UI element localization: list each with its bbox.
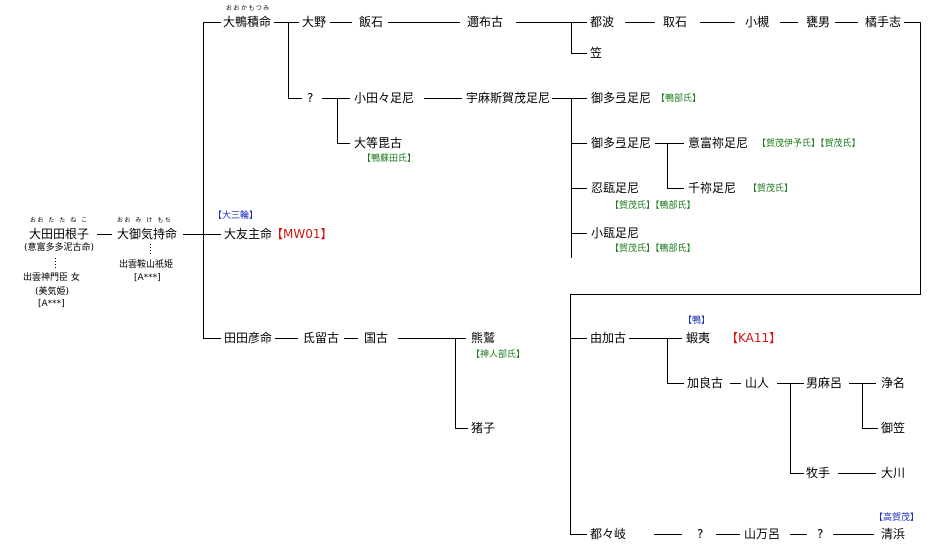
person-chine: 千祢足尼 [688,181,737,195]
tag-oshi-clan: 【賀茂氏】【鴨部氏】 [610,201,696,211]
person-mother1-alt: (美気姫) [35,287,70,297]
person-q1: ? [697,527,704,541]
person-omaro: 男麻呂 [806,376,843,390]
person-kunko: 国古 [364,331,389,345]
person-kiyohama: 清浜 [881,527,906,541]
tag-oomiwa: 【大三輪】 [213,211,259,221]
person-kashisi: 橘手志 [865,15,902,29]
person-mother2-code: [A***] [134,273,161,283]
person-toriishi: 取石 [663,15,688,29]
person-oono: 大野 [302,15,327,29]
person-omika: 小瓺足尼 [591,226,640,240]
person-jomyo: 浄名 [881,376,906,390]
person-makite: 牧手 [806,466,831,480]
person-soo: 甕男 [806,15,831,29]
person-otsuki: 小槻 [745,15,770,29]
tag-ofuku-clan: 【賀茂伊予氏】【賀茂氏】 [757,139,861,149]
person-mitaro1: 御多弖足尼 [591,91,652,105]
person-tsuba: 都波 [590,15,615,29]
person-mother2: 出雲鞍山祇姫 [119,260,174,270]
tag-ootatane-clan: 【鴨部氏】 [656,94,702,104]
person-ujiruko: 氐留古 [303,331,340,345]
person-mother1-code: [A***] [38,299,65,309]
tag-ka11: 【KA11】 [726,331,782,345]
person-kasa: 笠 [590,46,603,60]
ootatane-ruby: おお た た ね こ [30,217,89,224]
person-ootomo: 大友主命 [224,227,273,241]
tag-chine-clan: 【賀茂氏】 [748,184,794,194]
person-yamamaro: 山万呂 [744,527,781,541]
person-unknown1: ? [307,91,314,105]
person-kumasa: 熊鷲 [471,331,496,345]
person-oomike: 大御気持命 [117,227,178,241]
person-mother1: 出雲神門臣 女 [23,273,80,283]
oomike-ruby: おお み け もち [117,217,173,224]
ookamo-ruby: おおかもつみ [226,5,271,12]
person-karako: 加良古 [687,376,724,390]
person-otatari: 小田々足尼 [354,91,415,105]
person-oshi: 忍瓺足尼 [591,181,640,195]
person-tatahiko: 田田彦命 [224,331,273,345]
tag-mw01: 【MW01】 [271,227,333,241]
tag-kamu: 【神人部氏】 [471,350,526,360]
person-ofuhiko: 大等毘古 [354,136,403,150]
person-iishi: 飯石 [359,15,384,29]
person-tsusaki: 都々岐 [590,527,627,541]
person-ootatane: 大田田根子 [29,227,90,241]
tag-omika-clan: 【賀茂氏】【鴨部氏】 [610,244,696,254]
person-okawa: 大川 [881,466,906,480]
person-mitaro2: 御多弖足尼 [591,136,652,150]
person-kaniro: 蝦夷 [686,331,711,345]
tag-takakamo: 【高賀茂】 [874,513,920,523]
person-ofuku: 意富祢足尼 [688,136,749,150]
person-yukako: 由加古 [590,331,627,345]
person-ino: 猪子 [471,421,496,435]
person-yamabito: 山人 [745,376,770,390]
person-q2: ? [817,527,824,541]
tag-kamo-short: 【鴨】 [683,316,711,326]
tag-ofuhiko-clan: 【鴨蘇田氏】 [362,154,417,164]
person-umasu: 宇麻斯賀茂足尼 [466,91,551,105]
person-ookamo: 大鴨積命 [223,15,272,29]
person-mikasa: 御笠 [881,421,906,435]
person-ootatane-alt: (意富多多泥古命) [24,243,95,253]
person-tsufuko: 邇布古 [467,15,504,29]
